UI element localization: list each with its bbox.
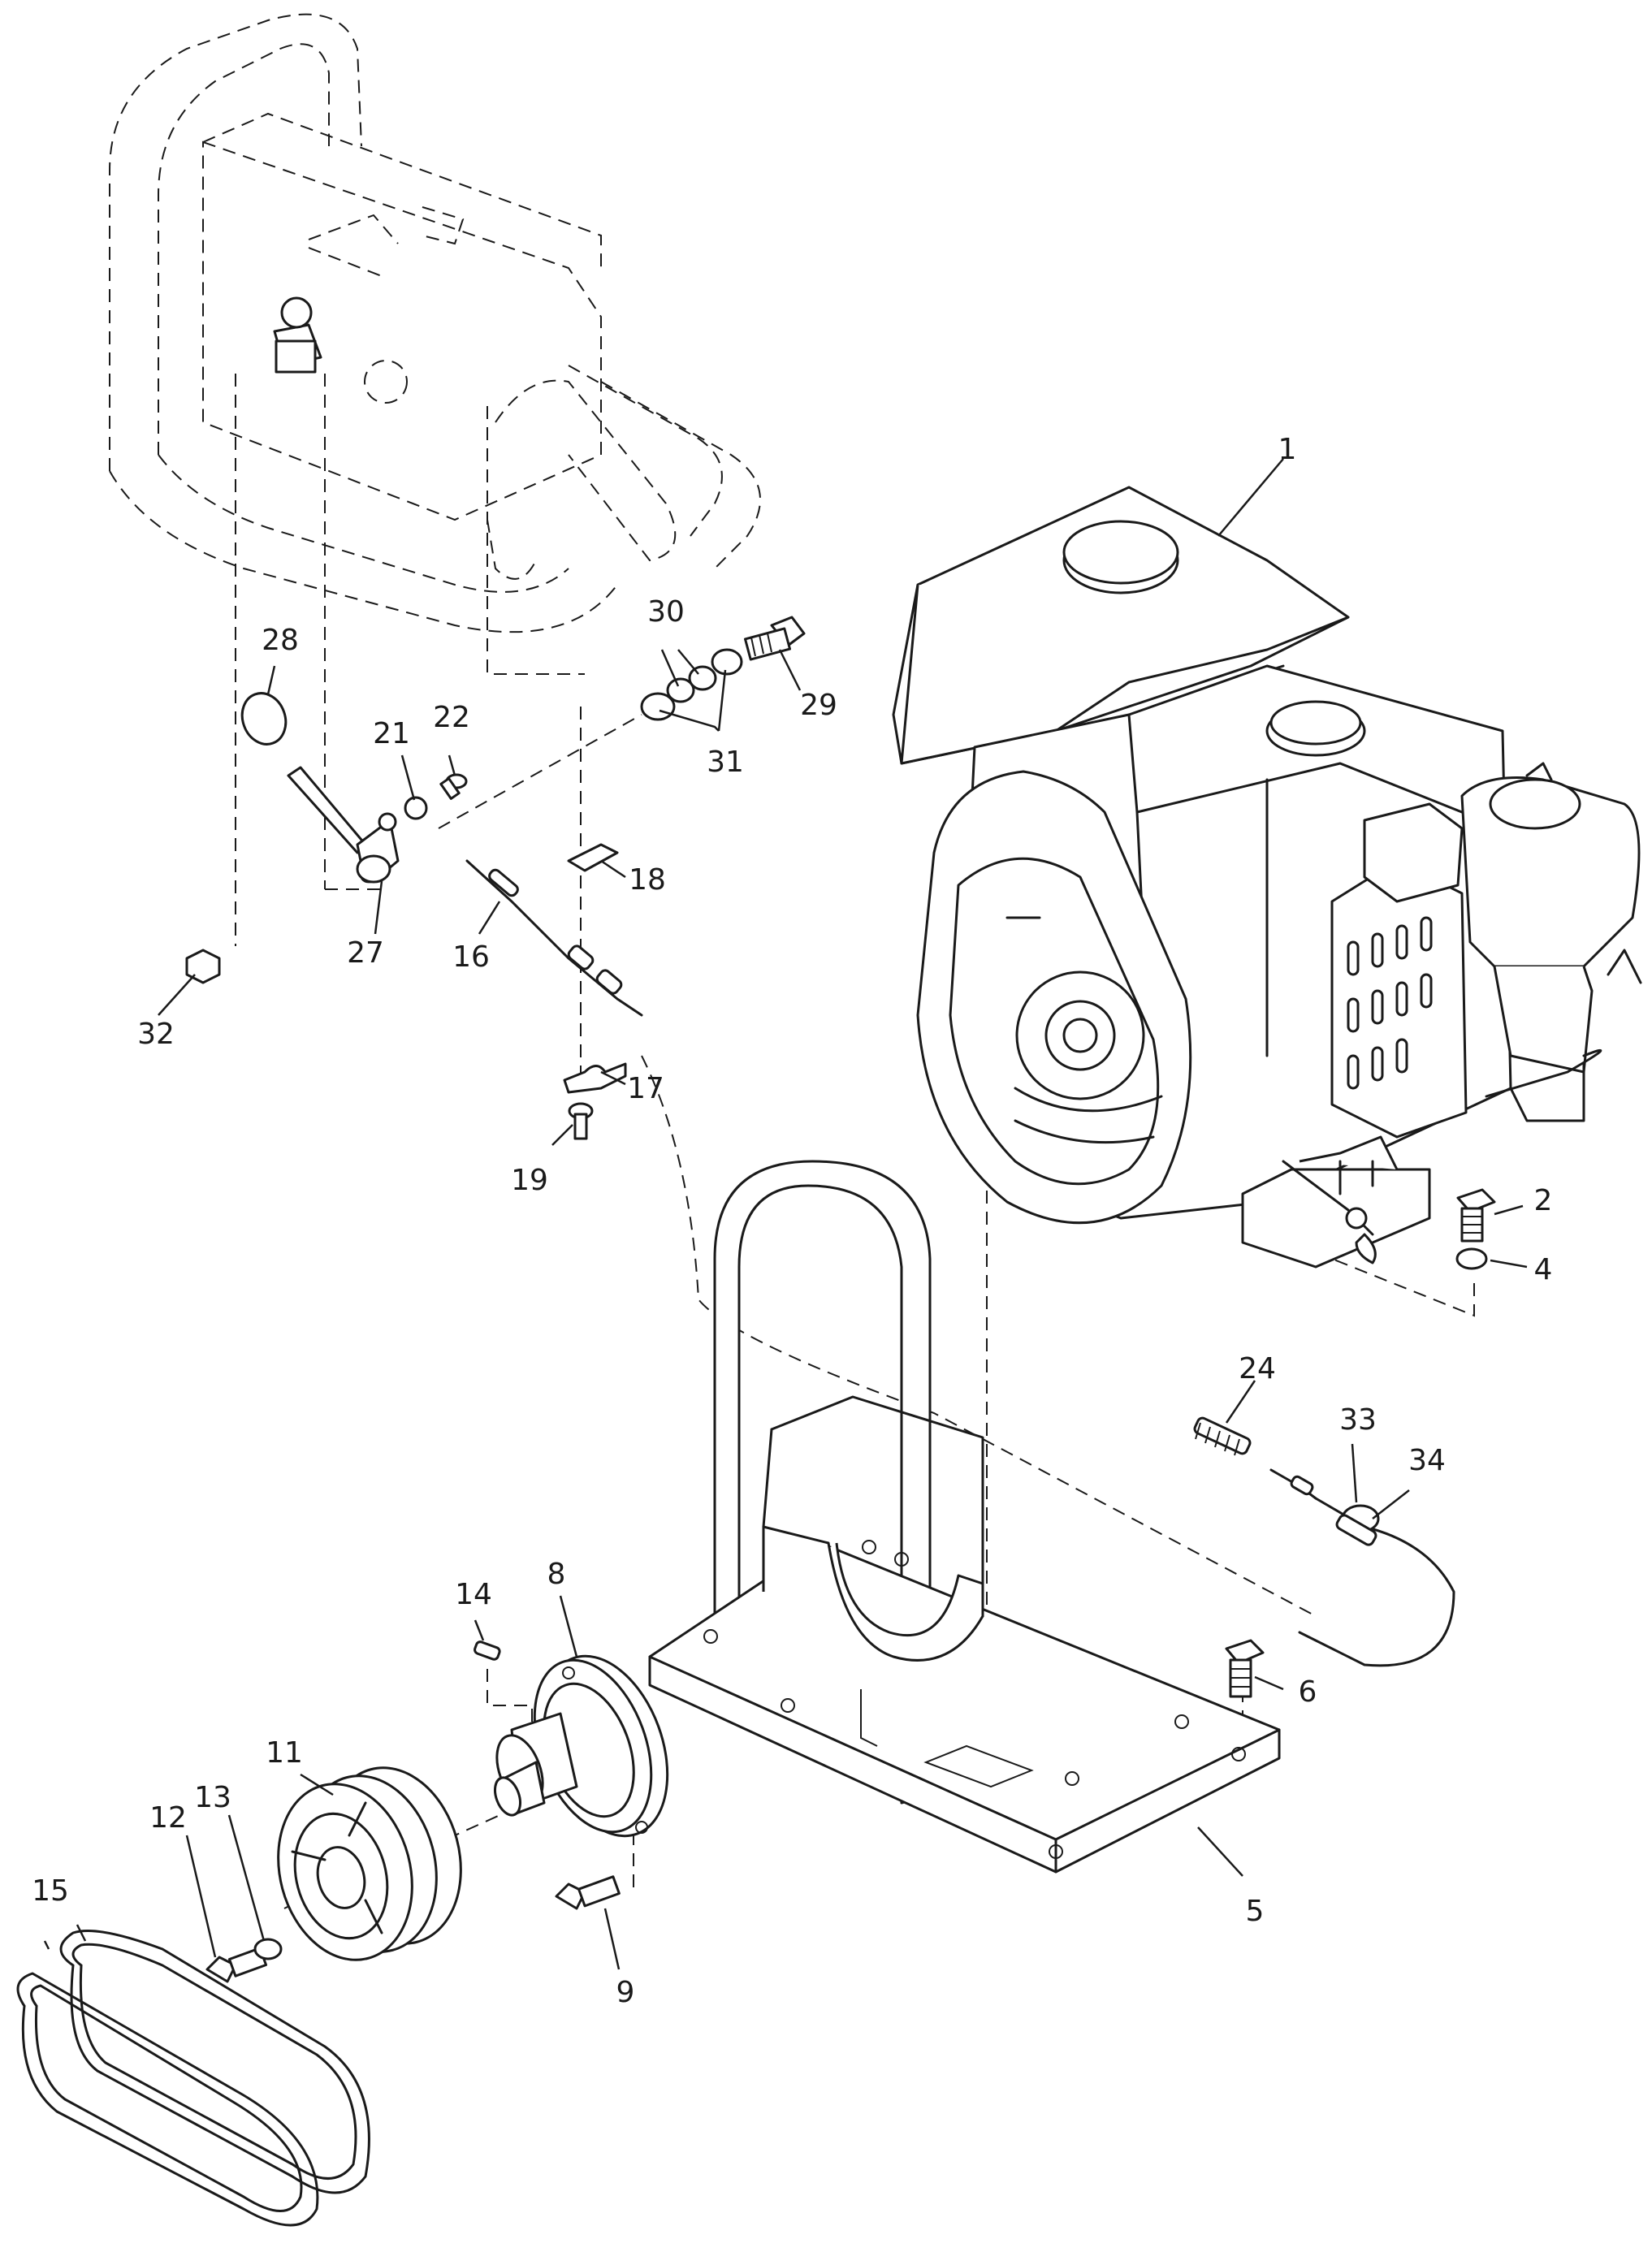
assembly-lines	[235, 374, 1475, 1909]
callout-16: 16	[452, 940, 490, 974]
callout-2: 2	[1534, 1184, 1553, 1217]
engine-assembly	[892, 486, 1642, 1269]
callout-5: 5	[1246, 1895, 1265, 1928]
bearing-flange	[493, 1654, 669, 1838]
callout-4: 4	[1534, 1253, 1553, 1286]
callout-31: 31	[707, 746, 744, 779]
screw-19	[568, 1102, 594, 1140]
callout-14: 14	[455, 1578, 492, 1611]
washers-30-31	[640, 648, 743, 721]
callout-9: 9	[616, 1976, 635, 2009]
callout-11: 11	[266, 1736, 303, 1770]
cable-33	[1269, 1468, 1455, 1667]
bolt-29	[743, 616, 806, 661]
throttle-cable-16	[465, 859, 643, 1017]
key-14	[474, 1640, 501, 1661]
clamp-18	[567, 843, 619, 872]
callout-24: 24	[1239, 1352, 1276, 1385]
drive-belts	[16, 1930, 370, 2227]
callout-34: 34	[1408, 1444, 1446, 1477]
bolt-6	[1225, 1639, 1265, 1698]
v-belt-pulley	[277, 1766, 462, 1961]
screw-22	[439, 773, 468, 800]
handle-frame-phantom	[109, 13, 761, 675]
callout-33: 33	[1339, 1403, 1377, 1437]
callout-12: 12	[149, 1801, 187, 1835]
callout-28: 28	[262, 624, 299, 657]
callout-18: 18	[629, 863, 666, 897]
callout-30: 30	[647, 595, 685, 629]
callout-32: 32	[137, 1018, 175, 1051]
spring-24	[1193, 1416, 1252, 1456]
frame-bracket	[273, 296, 322, 374]
callout-8: 8	[547, 1558, 566, 1591]
bolt-9	[555, 1875, 621, 1910]
callout-27: 27	[347, 936, 384, 970]
callout-labels: 1 2 4 5 6 8 9 11 12 13 14 15 16 17 18 19…	[32, 433, 1552, 2009]
callout-22: 22	[433, 701, 470, 734]
leader-lines	[43, 458, 1528, 1970]
callout-17: 17	[627, 1072, 664, 1105]
base-frame	[648, 1160, 1281, 1874]
throttle-lever-27	[287, 766, 400, 884]
washer-4	[1455, 1247, 1488, 1270]
callout-1: 1	[1278, 433, 1297, 466]
clamp-17	[563, 1062, 627, 1094]
callout-15: 15	[32, 1874, 69, 1908]
callout-19: 19	[511, 1164, 548, 1197]
muffler-slots	[1347, 916, 1433, 1090]
callout-13: 13	[194, 1781, 231, 1814]
washer-13	[253, 1938, 283, 1960]
callout-21: 21	[373, 717, 410, 750]
nut-21	[404, 796, 428, 820]
bolt-2	[1456, 1188, 1496, 1243]
callout-29: 29	[800, 689, 837, 722]
callout-6: 6	[1299, 1675, 1317, 1709]
bracket-34	[1335, 1504, 1380, 1546]
knob-28	[240, 692, 288, 746]
